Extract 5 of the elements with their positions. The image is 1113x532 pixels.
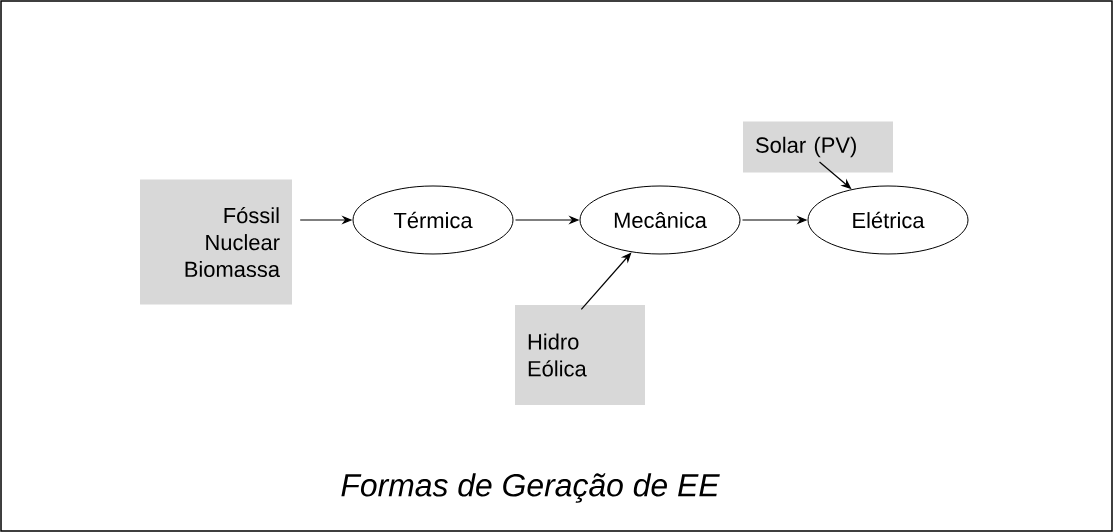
arrow	[580, 252, 632, 310]
source-box: Hidro Eólica	[515, 305, 645, 405]
source-box: Fóssil Nuclear Biomassa	[140, 179, 292, 305]
caption: Formas de Geração de EE	[341, 473, 720, 503]
source-box: Solar (PV)	[743, 121, 893, 173]
